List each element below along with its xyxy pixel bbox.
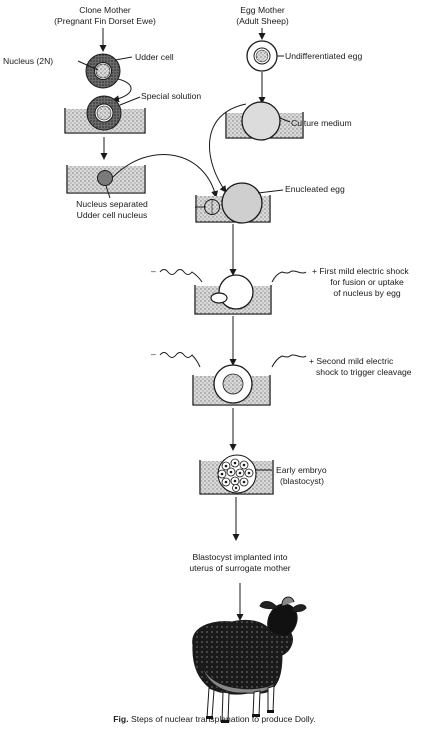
- wire-right-2: [271, 354, 307, 368]
- wire-right-1: [271, 270, 307, 283]
- pointer-special-solution: [119, 96, 141, 106]
- label-udder-cell: Udder cell: [135, 52, 174, 62]
- label-implant-line1: Blastocyst implanted into: [192, 552, 288, 562]
- dish-shock-2: [192, 364, 271, 406]
- label-undifferentiated-egg: Undifferentiated egg: [285, 51, 363, 61]
- label-egg-mother: Egg Mother: [240, 5, 285, 15]
- dish-fusion: [195, 182, 271, 224]
- caption-prefix: Fig.: [113, 714, 129, 724]
- dish-shock-1: [194, 274, 272, 315]
- label-enucleated-egg: Enucleated egg: [285, 184, 345, 194]
- dish-special-solution: [64, 95, 146, 134]
- label-special-solution: Special solution: [141, 91, 202, 101]
- arrow-nucleus-transfer: [112, 154, 219, 198]
- label-shock1-line3: of nucleus by egg: [333, 288, 401, 298]
- dish-culture-medium: [225, 101, 304, 141]
- arrow-cell-to-dish: [112, 78, 132, 103]
- pointer-culture-medium: [279, 117, 291, 123]
- dish-early-embryo: [199, 454, 274, 495]
- udder-cell-top: [85, 53, 121, 89]
- label-shock2-minus: –: [151, 349, 156, 359]
- undifferentiated-egg: [246, 40, 278, 72]
- label-shock1-line1: + First mild electric shock: [312, 266, 409, 276]
- pointer-nucleus-separated: [105, 185, 111, 199]
- label-early-embryo: Early embryo: [276, 465, 327, 475]
- figure-caption: Fig. Steps of nuclear transplanation to …: [0, 714, 429, 724]
- label-udder-cell-nucleus: Udder cell nucleus: [76, 210, 148, 220]
- label-blastocyst: (blastocyst): [280, 476, 324, 486]
- arrow-egg-to-enucleated: [209, 103, 247, 193]
- label-shock1-line2: for fusion or uptake: [330, 277, 404, 287]
- label-clone-mother-sub: (Pregnant Fin Dorset Ewe): [54, 16, 156, 26]
- label-shock2-line2: shock to trigger cleavage: [316, 367, 412, 377]
- pointer-nucleus: [77, 60, 99, 71]
- label-shock2-line1: + Second mild electric: [309, 356, 394, 366]
- label-nucleus-separated: Nucleus separated: [76, 199, 148, 209]
- label-clone-mother: Clone Mother: [79, 5, 131, 15]
- caption-text: Steps of nuclear transplanation to produ…: [128, 714, 316, 724]
- dish-nucleus-separated: [66, 165, 146, 194]
- pointer-udder-cell: [114, 56, 133, 61]
- wire-left-2: [159, 352, 201, 368]
- label-culture-medium: Culture medium: [291, 118, 352, 128]
- label-nucleus-2n: Nucleus (2N): [3, 56, 54, 66]
- label-shock1-minus: –: [151, 266, 156, 276]
- pointer-enucleated-egg: [257, 189, 284, 194]
- label-egg-mother-sub: (Adult Sheep): [236, 16, 289, 26]
- sheep-illustration: [192, 596, 307, 723]
- wire-left-1: [159, 269, 203, 283]
- label-implant-line2: uterus of surrogate mother: [189, 563, 291, 573]
